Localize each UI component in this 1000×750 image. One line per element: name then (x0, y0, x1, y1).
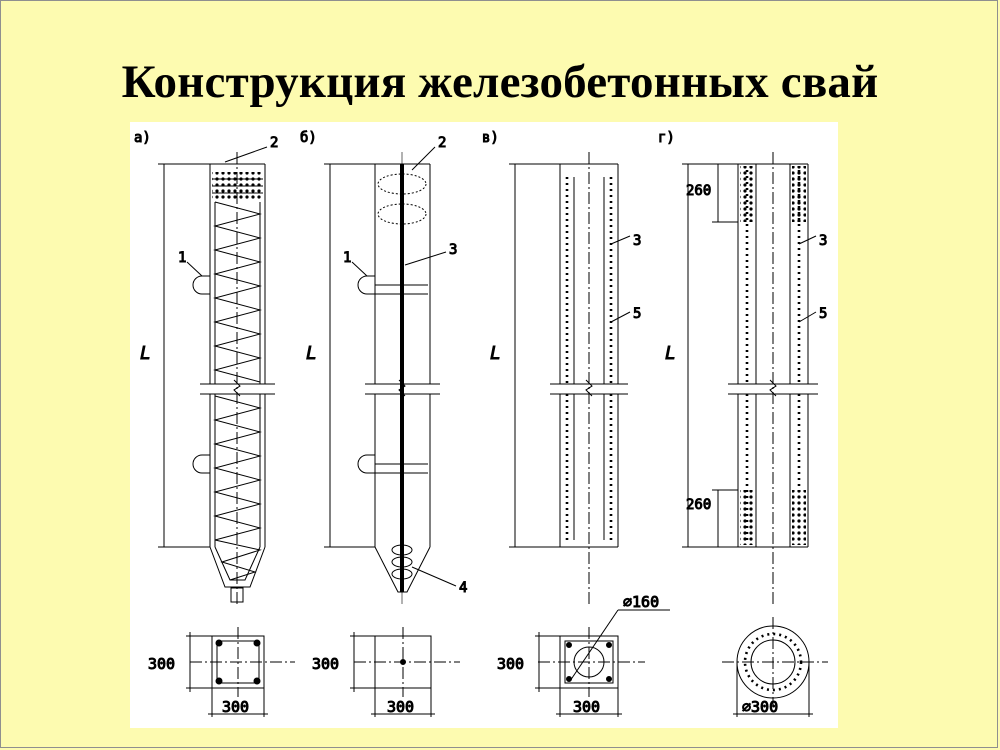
panel-g-end-top: 260 (686, 183, 711, 199)
panel-g-end-bottom: 260 (686, 497, 711, 513)
pile-v: в) L 3 5 (482, 130, 670, 717)
panel-g-callout-3: 3 (819, 233, 827, 249)
pile-drawing: а) L (130, 122, 838, 728)
panel-g-length-label: L (665, 343, 676, 364)
panel-b-callout-2: 2 (438, 135, 446, 151)
panel-v-section-height: 300 (497, 655, 524, 673)
panel-v-length-label: L (490, 343, 501, 364)
panel-v-label: в) (482, 130, 499, 146)
panel-v-callout-3: 3 (633, 233, 641, 249)
panel-b-section-width: 300 (387, 698, 414, 716)
panel-g-label: г) (658, 130, 675, 146)
pile-a: а) L (134, 130, 295, 717)
panel-v-section-width: 300 (573, 698, 600, 716)
slide-title: Конструкция железобетонных свай (121, 56, 879, 108)
panel-v-callout-5: 5 (633, 306, 641, 322)
panel-a-section-width: 300 (222, 698, 249, 716)
panel-b-length-label: L (306, 343, 317, 364)
panel-a-callout-2: 2 (270, 135, 278, 151)
panel-a-label: а) (134, 130, 151, 146)
panel-g-callout-5: 5 (819, 306, 827, 322)
panel-g-section-diameter: ∅300 (742, 698, 778, 716)
panel-b-callout-3: 3 (449, 242, 457, 258)
panel-b-callout-1: 1 (343, 250, 351, 266)
panel-a-callout-1: 1 (178, 250, 186, 266)
pile-b: б) L 2 3 1 (300, 130, 468, 717)
panel-v-hole-diameter: ∅160 (623, 593, 659, 611)
panel-b-section-height: 300 (312, 655, 339, 673)
panel-b-callout-4: 4 (459, 580, 467, 596)
panel-a-length-label: L (140, 343, 151, 364)
panel-b-label: б) (300, 130, 317, 146)
panel-a-section-height: 300 (148, 655, 175, 673)
pile-g: г) L 260 260 (658, 130, 828, 717)
